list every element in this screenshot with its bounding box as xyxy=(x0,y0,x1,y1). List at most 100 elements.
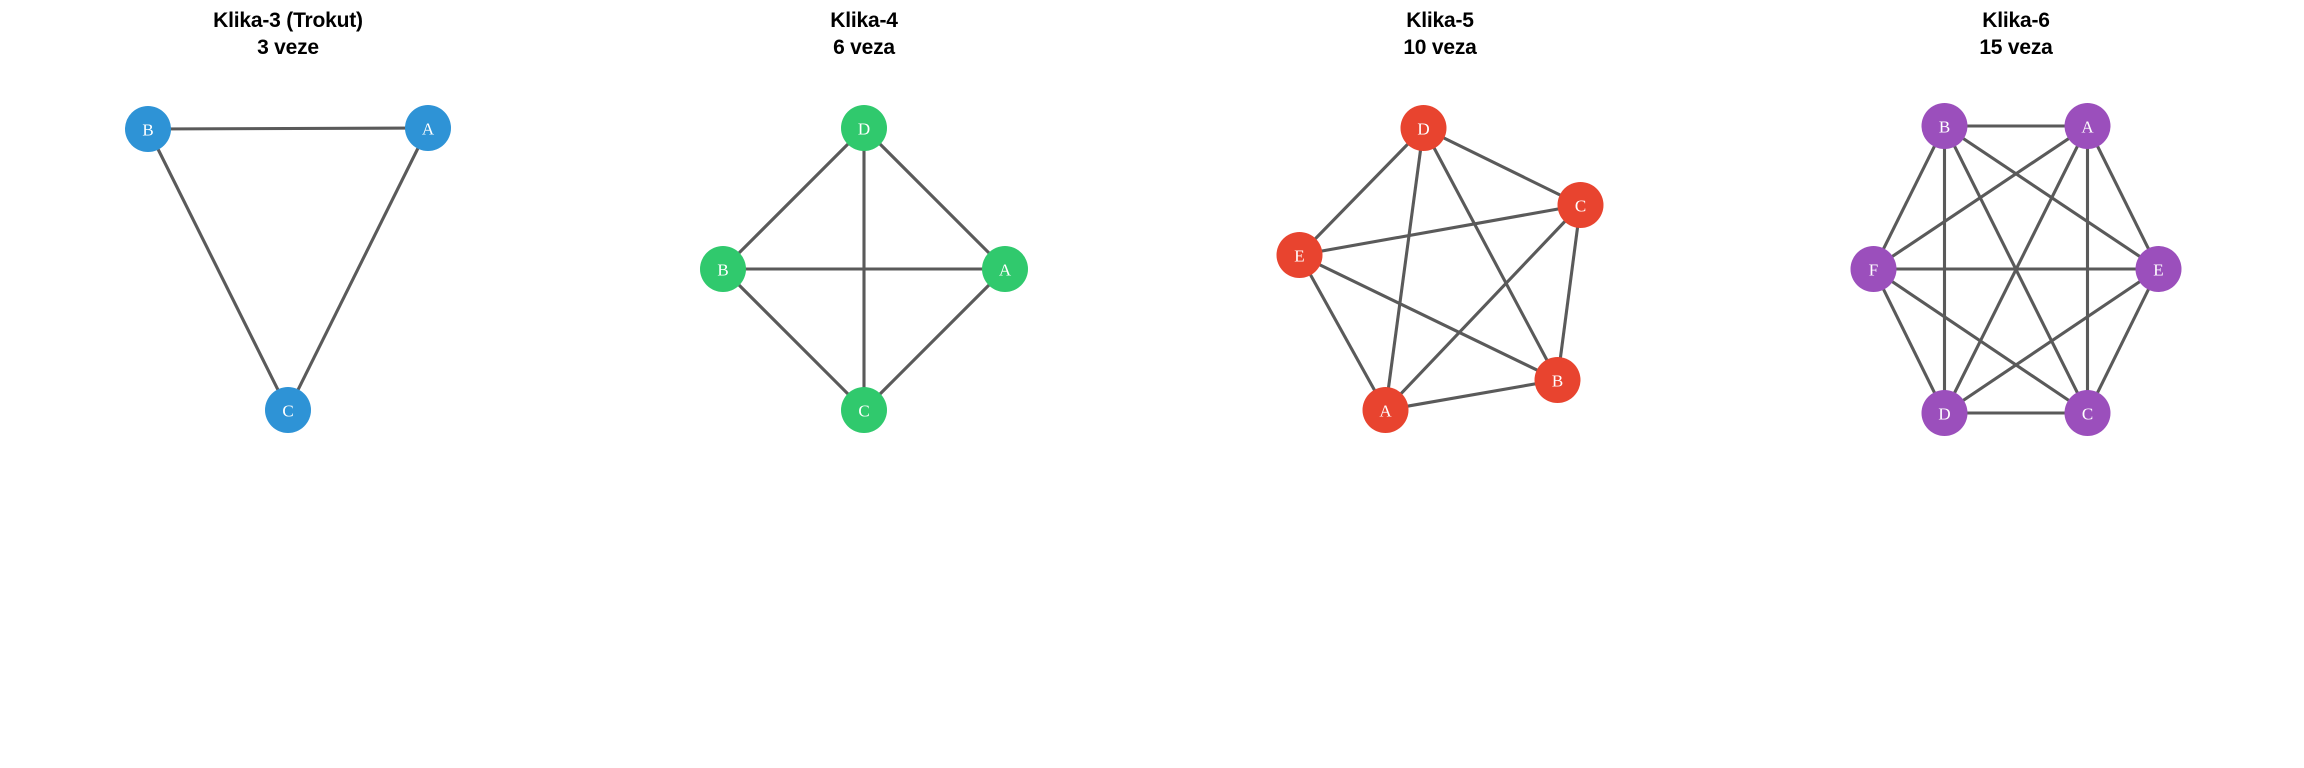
graph-edge-B-D xyxy=(721,126,866,271)
node-circle-E[interactable] xyxy=(2135,246,2182,292)
node-label-E: E xyxy=(1294,247,1304,266)
graph-edge-B-D xyxy=(1422,127,1559,381)
graph-edge-D-E xyxy=(1298,126,1425,257)
node-circle-A[interactable] xyxy=(982,246,1028,292)
node-label-F: F xyxy=(1869,261,1878,280)
node-label-A: A xyxy=(422,120,435,139)
graph-edge-B-E xyxy=(1298,253,1559,382)
panel-edge-count-label: 3 veze xyxy=(257,35,319,59)
node-layer: A B C D E F xyxy=(1850,103,2182,436)
node-circle-E[interactable] xyxy=(1276,232,1323,278)
graph-node-A[interactable]: A xyxy=(1362,387,1409,433)
graph-canvas-klika-5: A B C D E xyxy=(1276,105,1604,433)
graph-edge-A-E xyxy=(2086,125,2160,270)
node-circle-F[interactable] xyxy=(1850,246,1897,292)
graph-edge-D-E xyxy=(1943,267,2160,415)
graph-node-D[interactable]: D xyxy=(1400,105,1447,151)
node-label-C: C xyxy=(858,402,869,421)
graph-node-D[interactable]: D xyxy=(1921,390,1968,436)
node-label-A: A xyxy=(2081,118,2094,137)
graph-canvas-klika-4: A B C D xyxy=(700,105,1028,433)
node-circle-D[interactable] xyxy=(1400,105,1447,151)
graph-node-B[interactable]: B xyxy=(125,106,171,152)
node-circle-C[interactable] xyxy=(265,387,311,433)
graph-edge-B-F xyxy=(1872,125,1946,270)
edge-layer xyxy=(721,126,1007,412)
node-label-B: B xyxy=(1552,372,1563,391)
panel-edge-count-label: 10 veza xyxy=(1403,35,1477,59)
node-label-D: D xyxy=(1417,120,1429,139)
node-circle-D[interactable] xyxy=(1921,390,1968,436)
edge-layer xyxy=(1872,124,2160,415)
node-label-D: D xyxy=(858,120,870,139)
node-label-C: C xyxy=(1575,197,1586,216)
edge-layer xyxy=(146,126,430,411)
graph-edge-A-D xyxy=(1383,127,1426,411)
node-label-C: C xyxy=(2082,405,2093,424)
node-circle-C[interactable] xyxy=(841,387,887,433)
graph-edge-A-E xyxy=(1298,254,1387,411)
node-layer: A B C D E xyxy=(1276,105,1604,433)
graph-edge-A-C xyxy=(1384,203,1582,412)
panel-title-line1: Klika-3 (Trokut) xyxy=(213,9,363,32)
graph-edge-B-C xyxy=(721,267,866,412)
node-circle-B[interactable] xyxy=(700,246,746,292)
graph-edge-A-C xyxy=(862,267,1007,412)
graph-node-E[interactable]: E xyxy=(1276,232,1323,278)
node-layer: A B C D xyxy=(700,105,1028,433)
graph-node-E[interactable]: E xyxy=(2135,246,2182,292)
node-label-D: D xyxy=(1938,405,1950,424)
graph-edge-B-E xyxy=(1943,124,2160,271)
graph-node-C[interactable]: C xyxy=(1557,182,1604,228)
panel-title-line1: Klika-4 xyxy=(830,9,898,32)
node-circle-A[interactable] xyxy=(405,105,451,151)
node-label-B: B xyxy=(1939,118,1950,137)
panel-title-klika-4: Klika-4 6 veza xyxy=(576,8,1152,62)
graph-edge-D-F xyxy=(1872,268,1946,414)
graph-node-F[interactable]: F xyxy=(1850,246,1897,292)
node-label-A: A xyxy=(999,261,1012,280)
node-label-A: A xyxy=(1379,402,1392,421)
graph-node-C[interactable]: C xyxy=(265,387,311,433)
graph-edge-C-E xyxy=(1299,203,1581,257)
graph-edge-C-F xyxy=(1872,267,2089,415)
node-circle-A[interactable] xyxy=(2064,103,2111,149)
graph-edge-C-D xyxy=(1422,126,1582,207)
graph-edge-B-C xyxy=(1555,204,1583,381)
panel-title-klika-3: Klika-3 (Trokut) 3 veze xyxy=(0,8,576,62)
graph-edge-A-D xyxy=(862,126,1007,271)
graph-node-A[interactable]: A xyxy=(982,246,1028,292)
node-label-E: E xyxy=(2153,261,2163,280)
node-circle-C[interactable] xyxy=(1557,182,1604,228)
node-circle-B[interactable] xyxy=(125,106,171,152)
node-circle-B[interactable] xyxy=(1921,103,1968,149)
edge-layer xyxy=(1298,126,1583,412)
panel-title-line1: Klika-5 xyxy=(1406,9,1474,32)
panel-edge-count-label: 15 veza xyxy=(1979,35,2053,59)
graph-node-B[interactable]: B xyxy=(700,246,746,292)
graph-edge-A-B xyxy=(147,126,429,131)
graph-canvas-klika-3: A B C xyxy=(125,105,451,433)
node-circle-D[interactable] xyxy=(841,105,887,151)
graph-node-D[interactable]: D xyxy=(841,105,887,151)
graph-edge-A-B xyxy=(1385,378,1558,412)
graph-node-C[interactable]: C xyxy=(841,387,887,433)
graph-node-C[interactable]: C xyxy=(2064,390,2111,436)
node-circle-C[interactable] xyxy=(2064,390,2111,436)
node-label-B: B xyxy=(717,261,728,280)
panel-edge-count-label: 6 veza xyxy=(833,35,895,59)
graph-edge-A-C xyxy=(286,127,430,411)
graph-node-A[interactable]: A xyxy=(405,105,451,151)
graph-edge-C-E xyxy=(2086,268,2160,414)
graph-node-B[interactable]: B xyxy=(1921,103,1968,149)
node-circle-B[interactable] xyxy=(1534,357,1581,403)
node-circle-A[interactable] xyxy=(1362,387,1409,433)
graph-node-A[interactable]: A xyxy=(2064,103,2111,149)
graph-node-B[interactable]: B xyxy=(1534,357,1581,403)
panel-title-klika-5: Klika-5 10 veza xyxy=(1152,8,1728,62)
